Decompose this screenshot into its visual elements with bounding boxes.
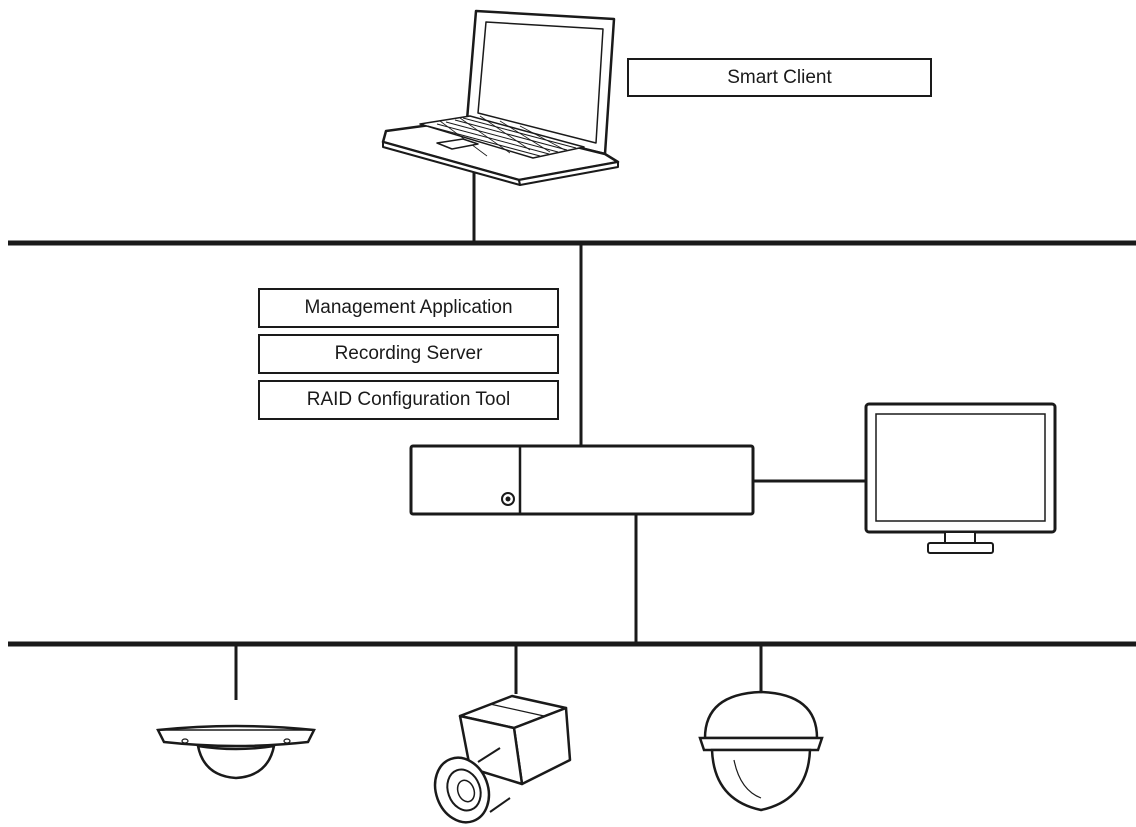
dome-camera-icon [698,690,824,812]
raid-configuration-tool-label: RAID Configuration Tool [258,380,559,420]
recorder-unit-icon [409,444,755,516]
box-camera-icon [433,694,572,824]
smart-client-label: Smart Client [627,58,932,97]
fisheye-camera-icon [156,724,316,780]
laptop-icon [381,9,620,186]
recording-server-label: Recording Server [258,334,559,374]
monitor-icon [864,402,1057,554]
management-application-label: Management Application [258,288,559,328]
